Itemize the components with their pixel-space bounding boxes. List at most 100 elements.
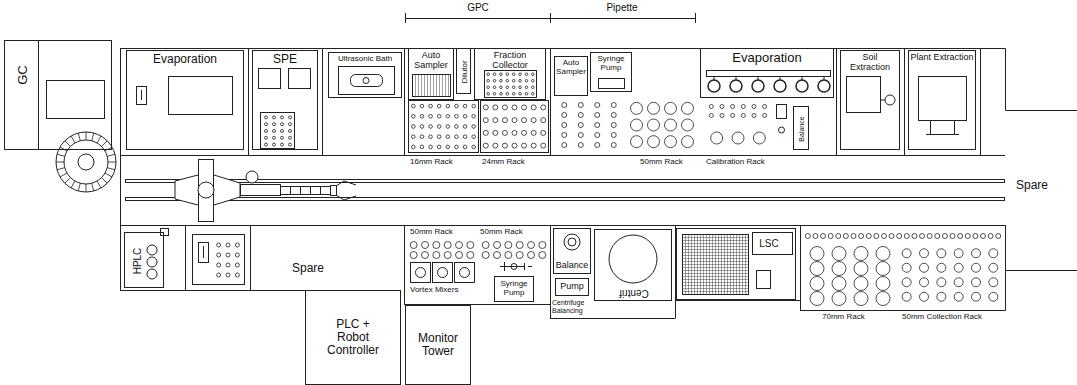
rack-hole [531,143,536,148]
equipment-label: Plant Extraction [910,53,973,63]
area-label: 70mm Rack [822,313,865,322]
drawing-part [460,268,470,278]
equipment-label: Centrif [619,288,648,299]
equipment-label: Pump [560,282,584,292]
rack-hole [541,105,546,110]
rack-hole [851,234,856,239]
drawing-part [261,113,295,149]
rack-hole [828,234,833,239]
rack-hole [519,86,522,89]
rack-hole [500,79,503,82]
equipment-box: Centrif [594,229,672,301]
rack-hole [920,292,929,301]
rack-hole [420,125,424,129]
equipment-label: Dilutor [460,60,469,83]
drawing-part [246,171,258,183]
drawing-part [198,182,214,198]
rack-hole [273,130,276,133]
rack-hole [611,103,616,108]
rack-hole [289,116,292,119]
rack-hole [902,249,911,258]
area-label: Vortex Mixers [410,286,458,295]
rack-hole [512,86,515,89]
drawing-part [47,81,105,119]
rack-hole [446,145,450,149]
equipment-box: Soil Extraction [840,50,900,150]
rack-hole [843,234,848,239]
rack-hole [429,135,433,139]
drawing-part [331,186,337,196]
rack-hole [539,242,546,249]
rack-hole [412,115,416,119]
drawing-part [249,48,981,155]
rack-hole [950,234,955,239]
rack-hole [996,234,1001,239]
equipment-label: GC [16,65,30,85]
drawing-part [39,13,1077,319]
rack-hole [446,125,450,129]
drawing-part [120,225,1006,319]
rack-hole [226,253,230,257]
rack-hole [519,92,522,95]
rack-hole [810,262,824,276]
rack-hole [902,263,911,272]
equipment-box: Pump [555,278,589,296]
rack-hole [578,133,583,138]
rack-hole [539,252,546,259]
equipment-label: Fraction Collector [476,51,544,71]
drawing-part [241,185,281,196]
rack-hole [512,92,515,95]
rack-hole [720,105,724,109]
rack-hole [988,234,993,239]
rack-hole [412,135,416,139]
rack-hole [487,79,490,82]
rack-hole [972,263,981,272]
rack-hole [897,234,902,239]
rack-hole [516,252,523,259]
rack-hole [595,143,600,148]
rack-hole [217,253,221,257]
rack-hole [937,292,946,301]
rack-hole [532,86,535,89]
drawing-part [56,132,116,192]
rack-hole [562,103,567,108]
equipment-label: Evaporation [153,53,217,66]
rack-hole [217,273,221,277]
rack-hole [562,143,567,148]
rack-hole [595,123,600,128]
rack-hole [525,92,528,95]
rack-hole [289,123,292,126]
rack-hole [422,242,429,249]
rack-hole [420,115,424,119]
turntable-tick [71,136,75,143]
rack-hole [611,113,616,118]
rack-hole [519,79,522,82]
turntable-tick [107,168,115,170]
turntable-tick [105,173,112,177]
drawing-part [511,264,517,270]
turntable-tick [108,162,116,163]
rack-hole [813,234,818,239]
rack-hole [217,263,221,267]
rack-hole [512,143,517,148]
rack-hole [958,234,963,239]
rack-hole [525,79,528,82]
rack-hole [972,292,981,301]
rack-hole [463,104,467,108]
rack-hole [731,114,735,118]
rack-hole [631,136,643,148]
drawing-part [147,269,157,279]
rack-hole [531,118,536,123]
rack-hole [455,104,459,108]
rack-hole [741,114,745,118]
rack-hole [483,143,488,148]
rack-hole [810,292,824,306]
drawing-part [289,69,311,89]
area-label: Calibration Rack [706,158,765,167]
rack-hole [467,252,474,259]
equipment-label: Syringe Pump [592,55,630,73]
rack-hole [810,277,824,291]
drawing-part [885,95,895,105]
rack-hole [876,292,890,306]
rack-hole [562,113,567,118]
